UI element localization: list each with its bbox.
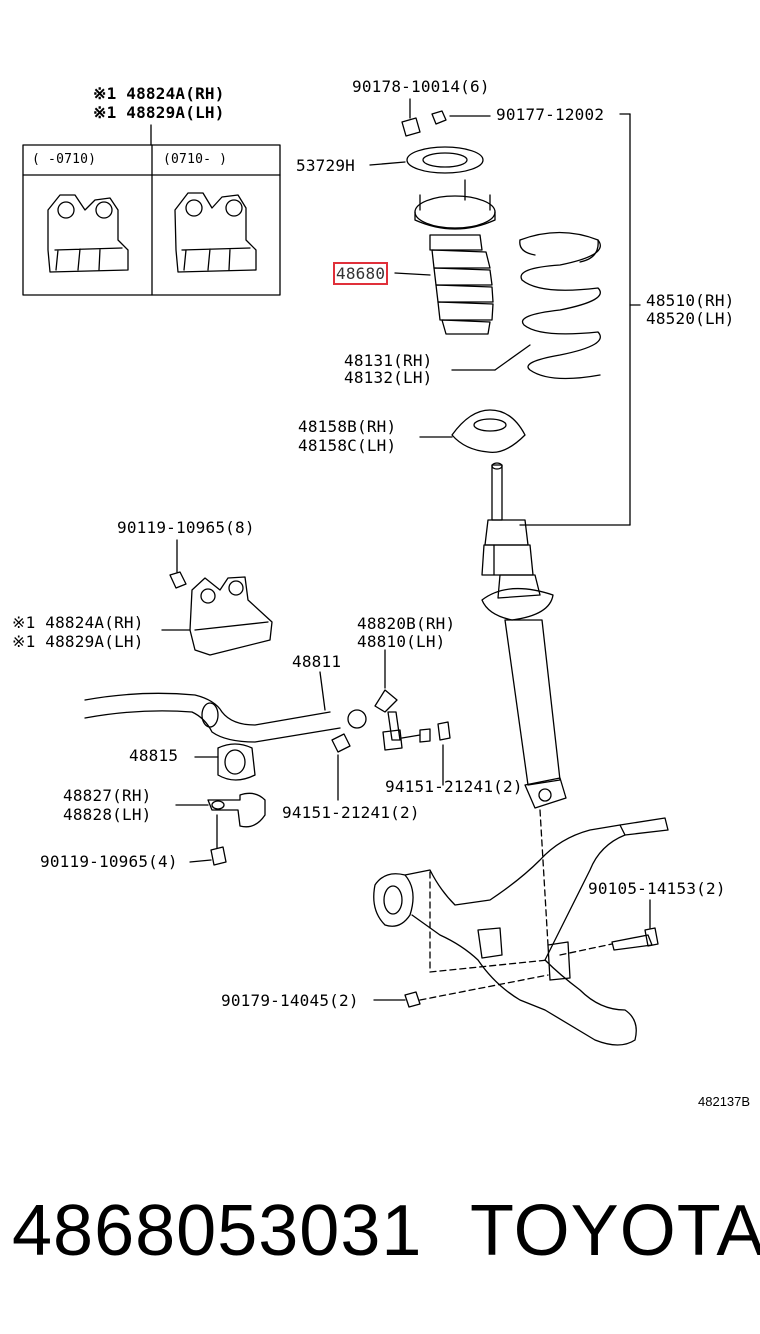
label-link-nut-left: 94151-21241(2)	[282, 803, 420, 822]
stabilizer-link	[374, 649, 451, 786]
suspension-exploded-diagram	[22, 98, 669, 1046]
inset-title-rh: ※1 48824A(RH)	[93, 84, 225, 103]
bound-stopper	[394, 234, 494, 335]
label-bound-stopper[interactable]: 48680	[333, 262, 389, 285]
upper-support	[414, 179, 496, 230]
label-clamp-rh: 48827(RH)	[63, 786, 152, 805]
stabilizer-bracket	[161, 539, 273, 656]
arm-nut	[373, 991, 421, 1008]
figure-reference: 482137B	[698, 1094, 751, 1109]
upper-insulator	[369, 146, 484, 174]
shock-absorber	[481, 462, 567, 809]
inset-bracket-variants	[22, 124, 281, 296]
label-stabilizer-bar: 48811	[292, 652, 342, 671]
label-bushing: 48815	[129, 746, 179, 765]
assembly-guides	[419, 809, 613, 1001]
label-bracket-rh: ※1 48824A(RH)	[12, 613, 144, 632]
coil-spring	[451, 231, 601, 380]
arm-bolt	[611, 899, 659, 951]
label-arm-bolt: 90105-14153(2)	[588, 879, 726, 898]
spring-seat	[419, 409, 526, 454]
label-seat-lh: 48158C(LH)	[298, 436, 397, 455]
label-link-rh: 48820B(RH)	[357, 614, 456, 633]
label-link-lh: 48810(LH)	[357, 632, 446, 651]
label-bracket-bolt: 90119-10965(8)	[117, 518, 255, 537]
side-nut	[431, 110, 641, 526]
label-spring-rh: 48131(RH)	[344, 351, 433, 370]
label-clamp-lh: 48828(LH)	[63, 805, 152, 824]
stabilizer-bar	[84, 671, 367, 743]
lower-control-arm	[373, 817, 669, 1046]
label-clamp-bolt: 90119-10965(4)	[40, 852, 178, 871]
top-nut	[401, 98, 421, 137]
label-side-nut: 90177-12002	[496, 105, 605, 124]
inset-column-right: (0710- )	[163, 152, 228, 167]
label-bracket-lh: ※1 48829A(LH)	[12, 632, 144, 651]
footer-part-number: 4868053031	[12, 1191, 423, 1271]
label-top-nut: 90178-10014(6)	[352, 77, 490, 96]
highlighted-part-number[interactable]: 48680	[333, 262, 389, 285]
link-nut	[331, 733, 351, 801]
inset-title-lh: ※1 48829A(LH)	[93, 103, 225, 122]
label-arm-nut: 90179-14045(2)	[221, 991, 359, 1010]
label-spring-lh: 48132(LH)	[344, 368, 433, 387]
footer-brand: TOYOTA	[470, 1191, 760, 1271]
inset-column-left: ( -0710)	[32, 152, 97, 167]
stabilizer-bushing	[194, 743, 256, 781]
label-link-nut-right: 94151-21241(2)	[385, 777, 523, 796]
stabilizer-clamp	[175, 792, 266, 866]
label-seat-rh: 48158B(RH)	[298, 417, 397, 436]
label-insulator: 53729H	[296, 156, 355, 175]
label-assy-lh: 48520(LH)	[646, 309, 735, 328]
label-assy-rh: 48510(RH)	[646, 291, 735, 310]
